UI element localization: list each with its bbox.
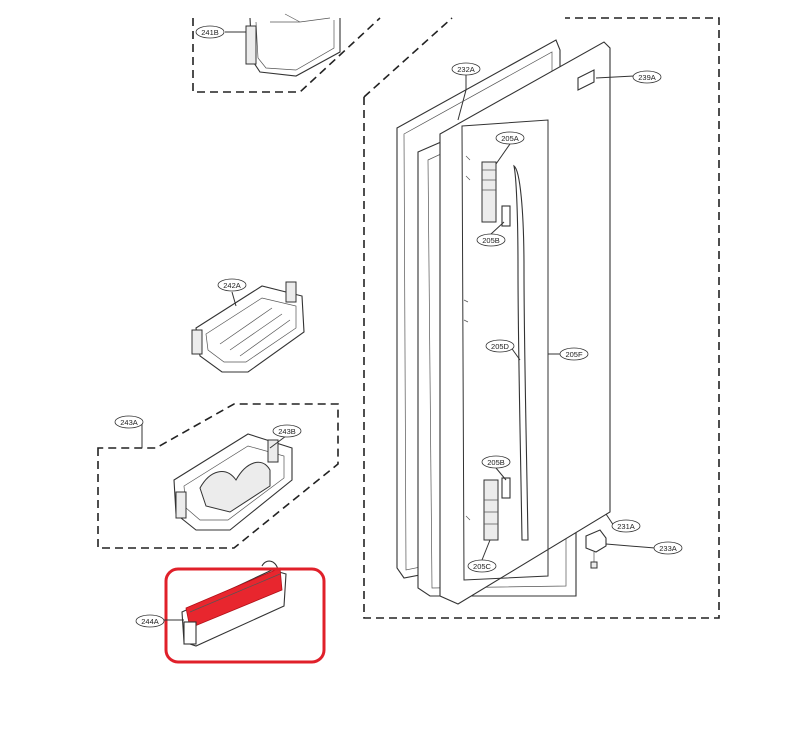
label-205F-text: 205F: [565, 350, 583, 359]
label-231A: 231A: [611, 519, 641, 533]
label-205D: 205D: [485, 339, 515, 353]
part-labels: 241B 232A 239A 205A 205B 242A 205D 205F: [114, 25, 683, 628]
label-233A-text: 233A: [659, 544, 677, 553]
label-232A-text: 232A: [457, 65, 475, 74]
label-243A: 243A: [114, 415, 144, 429]
label-244A-text: 244A: [141, 617, 159, 626]
label-205C: 205C: [467, 559, 497, 573]
label-231A-text: 231A: [617, 522, 635, 531]
label-243B-text: 243B: [278, 427, 296, 436]
label-242A-text: 242A: [223, 281, 241, 290]
label-244A: 244A: [135, 614, 165, 628]
part-241B-bin: [245, 13, 341, 77]
label-205B-bottom-text: 205B: [487, 458, 505, 467]
label-233A: 233A: [653, 541, 683, 555]
label-205B-bottom: 205B: [481, 455, 511, 469]
label-205C-text: 205C: [473, 562, 492, 571]
part-door-assembly: [396, 39, 611, 605]
label-239A-text: 239A: [638, 73, 656, 82]
dashed-group-outlines: [97, 17, 720, 619]
label-205F: 205F: [559, 347, 589, 361]
label-232A: 232A: [451, 62, 481, 76]
part-242A-basket: [191, 281, 305, 373]
part-244A-highlighted: [181, 560, 287, 647]
label-205B-top: 205B: [476, 233, 506, 247]
label-205A: 205A: [495, 131, 525, 145]
label-243A-text: 243A: [120, 418, 138, 427]
label-241B: 241B: [195, 25, 225, 39]
label-205D-text: 205D: [491, 342, 510, 351]
label-242A: 242A: [217, 278, 247, 292]
label-205A-text: 205A: [501, 134, 519, 143]
part-243B-bin: [173, 433, 293, 531]
label-205B-top-text: 205B: [482, 236, 500, 245]
label-239A: 239A: [632, 70, 662, 84]
highlight-box: [164, 567, 326, 664]
leader-lines: [141, 31, 656, 621]
label-243B: 243B: [272, 424, 302, 438]
label-241B-text: 241B: [201, 28, 219, 37]
